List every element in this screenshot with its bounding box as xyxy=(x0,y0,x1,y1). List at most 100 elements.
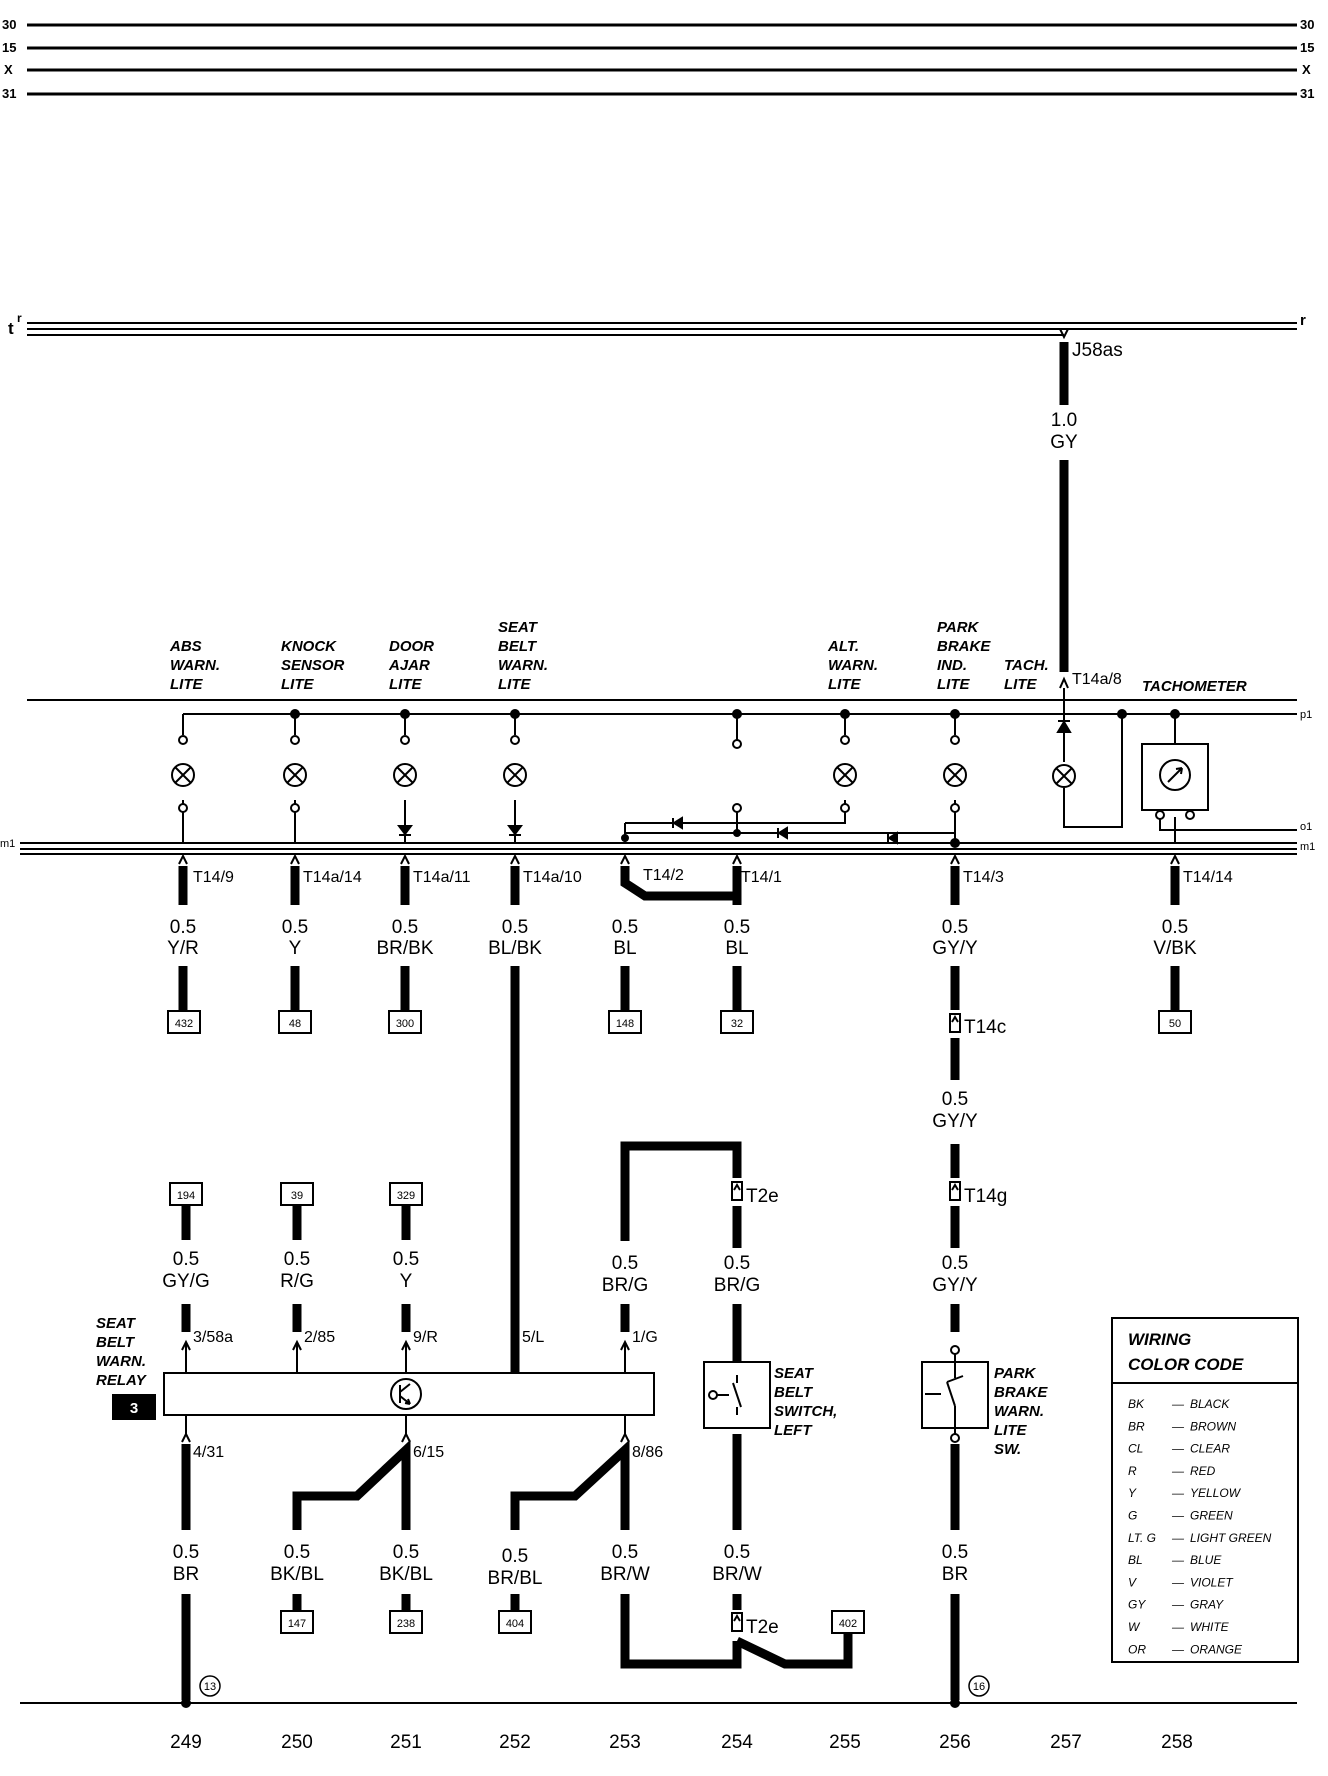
t14g-connector-icon xyxy=(949,1181,961,1201)
diode-ladder xyxy=(621,803,955,845)
bottom-254-color: BR/W xyxy=(712,1564,762,1585)
ref-box-329 xyxy=(389,1182,423,1206)
relay-number-badge xyxy=(112,1394,156,1420)
ground-16-label: 16 xyxy=(973,1681,985,1693)
relay-in-3-color: Y xyxy=(400,1271,413,1292)
alt-lamp-pin-top xyxy=(840,735,850,745)
relay-in-5-gauge: 0.5 xyxy=(612,1253,638,1274)
col-255: 255 xyxy=(829,1732,861,1753)
tach-lite-wire xyxy=(1063,688,1123,828)
t14-2-tap xyxy=(620,853,630,865)
knock-wire-gauge: 0.5 xyxy=(282,917,308,938)
bottom-249-color: BR xyxy=(173,1564,199,1585)
ref-box-148 xyxy=(608,1010,642,1034)
legend-dash: — xyxy=(1171,1642,1185,1656)
ref-box-48 xyxy=(278,1010,312,1034)
tachometer-dial-icon xyxy=(1159,759,1191,791)
ref-box-39 xyxy=(280,1182,314,1206)
bus-label-31-left: 31 xyxy=(2,86,16,101)
ref-329: 329 xyxy=(397,1190,415,1202)
ground-249-junction xyxy=(181,1698,191,1708)
j58-tap xyxy=(1059,328,1069,340)
ref-box-50 xyxy=(1158,1010,1192,1034)
abs-lamp-pin-bottom xyxy=(178,803,188,813)
ref-194: 194 xyxy=(177,1190,195,1202)
power-bus xyxy=(27,23,1297,96)
j58-t14a8-connector xyxy=(1059,676,1069,689)
mid-wire-stubs xyxy=(181,1206,742,1362)
relay-pin-3-58a: 3/58a xyxy=(193,1329,233,1346)
ladder-diode-2-icon xyxy=(777,826,788,840)
ref-300: 300 xyxy=(396,1018,414,1030)
tachometer-pin-right xyxy=(1185,810,1195,820)
ref-box-32 xyxy=(720,1010,754,1034)
t-label: t xyxy=(8,319,14,338)
j58-t14a8-label: T14a/8 xyxy=(1072,671,1122,688)
park-chain-color-1: GY/Y xyxy=(932,1111,978,1132)
bottom-ref-boxes xyxy=(280,1610,865,1634)
tachometer-wire-gauge: 0.5 xyxy=(1162,917,1188,938)
knock-lamp-pin-top xyxy=(290,735,300,745)
knock-lamp-pin-bottom xyxy=(290,803,300,813)
tach-p1-junction xyxy=(1117,709,1127,719)
relay-8-86-tap xyxy=(620,1415,630,1443)
ref-402: 402 xyxy=(839,1618,857,1630)
column-numbers: 249 250 251 252 253 254 255 256 257 258 xyxy=(170,1732,1193,1753)
ref-147: 147 xyxy=(288,1618,306,1630)
ref-50: 50 xyxy=(1169,1018,1181,1030)
top-ref-stubs xyxy=(178,966,1180,1373)
relay-in-1-gauge: 0.5 xyxy=(173,1249,199,1270)
j58-label: J58as xyxy=(1072,340,1123,361)
m1-label-right: m1 xyxy=(1300,841,1315,853)
legend-color-name: ORANGE xyxy=(1190,1642,1243,1656)
seat-belt-switch-icon xyxy=(708,1375,742,1415)
br-w-to-402 xyxy=(735,1634,853,1669)
door-diode-icon xyxy=(397,825,413,836)
t14-1-label: T14/1 xyxy=(741,869,782,886)
top-wire-labels: 0.5 Y/R 0.5 Y 0.5 BR/BK 0.5 BL/BK 0.5 BL… xyxy=(167,917,1197,959)
ground-16-marker xyxy=(968,1675,990,1697)
col-250: 250 xyxy=(281,1732,313,1753)
j58-gauge: 1.0 xyxy=(1051,410,1077,431)
alt-warn-lamp-icon xyxy=(833,763,857,787)
t14-2-wire-gauge: 0.5 xyxy=(612,917,638,938)
col-254: 254 xyxy=(721,1732,753,1753)
park-lamp-pin-top xyxy=(950,735,960,745)
legend-code: Y xyxy=(1128,1486,1137,1500)
t14a-11-tap xyxy=(400,853,410,865)
ref-48: 48 xyxy=(289,1018,301,1030)
t14a-14-tap xyxy=(290,853,300,865)
park-chain-gauge-2: 0.5 xyxy=(942,1253,968,1274)
legend-code: GY xyxy=(1128,1598,1146,1612)
t14a-10-tap xyxy=(510,853,520,865)
legend-color-name: GREEN xyxy=(1190,1509,1233,1523)
ref-box-194 xyxy=(169,1182,203,1206)
br-w-loop-253 xyxy=(620,1594,742,1669)
seat-switch-loop-wire xyxy=(620,1141,742,1241)
t14c-label: T14c xyxy=(964,1017,1006,1038)
tachometer-label: TACHOMETER xyxy=(1142,678,1247,695)
r-label-left: r xyxy=(17,311,22,325)
col-258: 258 xyxy=(1161,1732,1193,1753)
legend-dash: — xyxy=(1171,1442,1185,1456)
t14-1-tap xyxy=(732,853,742,865)
park-inline-connectors xyxy=(949,1013,961,1201)
t2e-top-connector-icon xyxy=(731,1181,743,1201)
ref-404: 404 xyxy=(506,1618,524,1630)
t2e-bottom-label: T2e xyxy=(746,1617,779,1638)
relay-pin-6-15: 6/15 xyxy=(413,1444,444,1461)
bottom-253-color: BR/W xyxy=(600,1564,650,1585)
legend-code: CL xyxy=(1128,1442,1143,1456)
legend-rows: BK—BLACKBR—BROWNCL—CLEARR—REDY—YELLOWG—G… xyxy=(1128,1397,1272,1656)
legend-dash: — xyxy=(1171,1575,1185,1589)
legend-code: W xyxy=(1128,1620,1141,1634)
door-ajar-lamp-icon xyxy=(393,763,417,787)
relay-pin-taps xyxy=(181,1339,630,1443)
t14a-11-label: T14a/11 xyxy=(413,869,471,886)
door-lamp-pin-top xyxy=(400,735,410,745)
t14-2-label: T14/2 xyxy=(643,867,684,884)
t14-9-label: T14/9 xyxy=(193,869,234,886)
abs-wire-color: Y/R xyxy=(167,938,199,959)
